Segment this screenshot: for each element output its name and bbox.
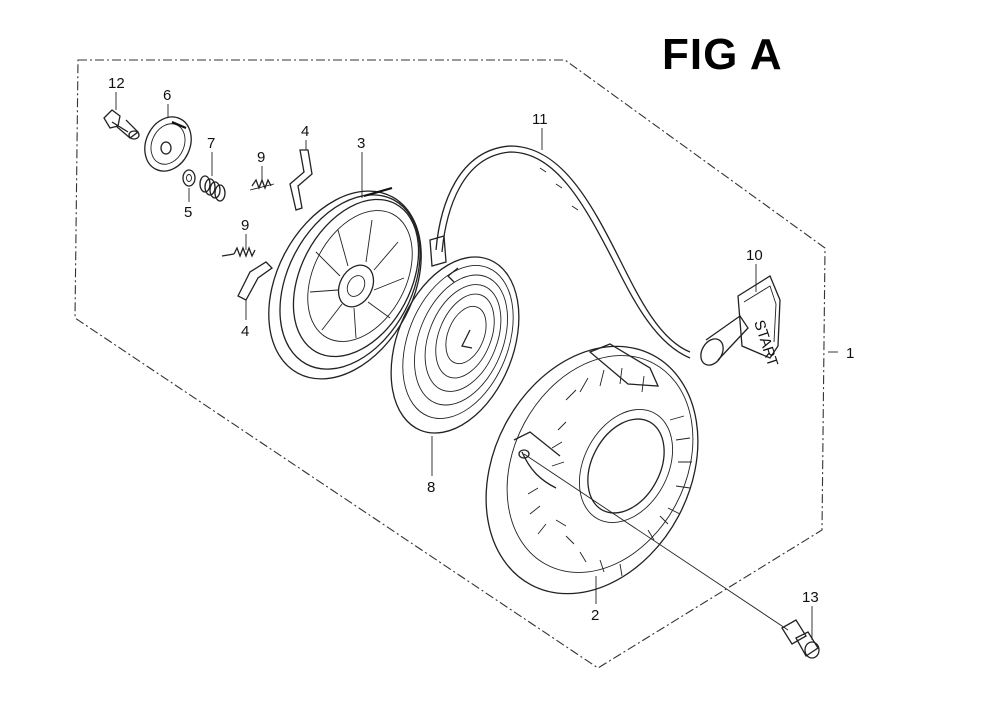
callout-8: 8 (427, 479, 435, 496)
part-4-ratchet-upper[interactable] (289, 149, 313, 211)
callout-5: 5 (184, 204, 192, 221)
figure-title: FIG A (662, 30, 783, 79)
callout-6: 6 (163, 87, 171, 104)
leader-lines (115, 92, 838, 640)
callout-9-upper: 9 (257, 149, 265, 166)
grip-label: START (750, 318, 781, 369)
part-9-spring-lower[interactable] (221, 246, 256, 258)
callout-3: 3 (357, 135, 365, 152)
callout-9-lower: 9 (241, 217, 249, 234)
part-3-starter-reel[interactable] (238, 165, 452, 405)
part-13-flange-bolt[interactable] (781, 619, 820, 659)
part-11-starter-rope[interactable] (429, 145, 691, 359)
callout-1: 1 (846, 345, 854, 362)
callout-4-upper: 4 (301, 123, 309, 140)
part-4-ratchet-lower[interactable] (237, 261, 274, 301)
part-7-spring[interactable] (199, 175, 226, 202)
callout-7: 7 (207, 135, 215, 152)
part-10-starter-grip[interactable]: START (696, 275, 781, 369)
callout-4-lower: 4 (241, 323, 249, 340)
callout-2: 2 (591, 607, 599, 624)
callout-11: 11 (532, 111, 548, 128)
part-5-washer[interactable] (182, 169, 196, 187)
callout-13: 13 (802, 589, 819, 606)
part-8-recoil-spring[interactable] (367, 238, 543, 452)
assembly-boundary (74, 59, 826, 669)
part-9-spring-upper[interactable] (249, 178, 275, 191)
callout-10: 10 (746, 247, 763, 264)
part-2-fan-cover[interactable] (444, 309, 739, 631)
callout-numbers: 12 6 7 5 9 9 4 4 3 11 10 1 8 2 13 (108, 75, 854, 624)
callout-12: 12 (108, 75, 125, 92)
part-6-ratchet-guide[interactable] (136, 109, 200, 178)
part-12-pivot-bolt[interactable] (103, 109, 140, 140)
